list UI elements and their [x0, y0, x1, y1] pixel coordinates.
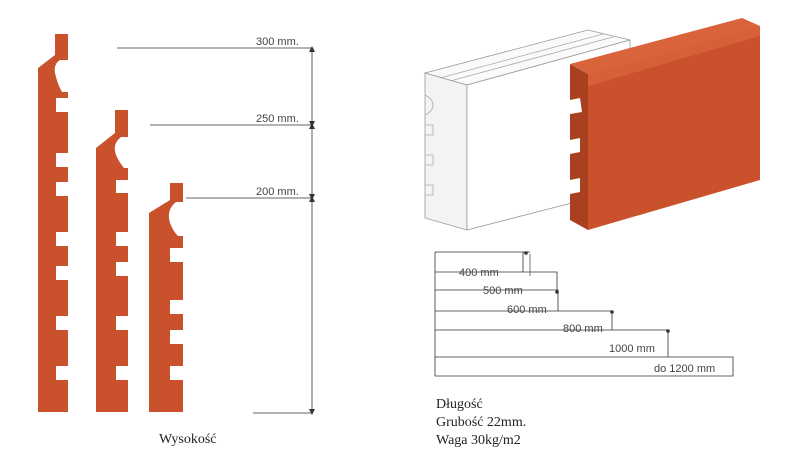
length-label-600: 600 mm: [507, 304, 547, 316]
length-label-800: 800 mm: [563, 323, 603, 335]
height-label-300: 300 mm.: [256, 36, 299, 48]
spec-length-label: Długość: [436, 397, 483, 412]
spec-weight: Waga 30kg/m2: [436, 433, 521, 448]
length-label-1200: do 1200 mm: [654, 363, 715, 375]
height-dimension-lines: [117, 47, 313, 414]
height-label-200: 200 mm.: [256, 186, 299, 198]
spec-thickness: Grubość 22mm.: [436, 415, 526, 430]
profile-sections: [38, 34, 183, 412]
length-label-500: 500 mm: [483, 285, 523, 297]
height-caption: Wysokość: [159, 432, 216, 447]
length-label-400: 400 mm: [459, 267, 499, 279]
length-label-1000: 1000 mm: [609, 343, 655, 355]
terracotta-board: [570, 18, 760, 230]
profile-300mm: [38, 34, 68, 412]
dim-ticks: [309, 46, 315, 415]
length-step-markers: [524, 251, 670, 333]
height-label-250: 250 mm.: [256, 113, 299, 125]
profile-250mm: [96, 110, 128, 412]
profile-200mm: [149, 183, 183, 412]
